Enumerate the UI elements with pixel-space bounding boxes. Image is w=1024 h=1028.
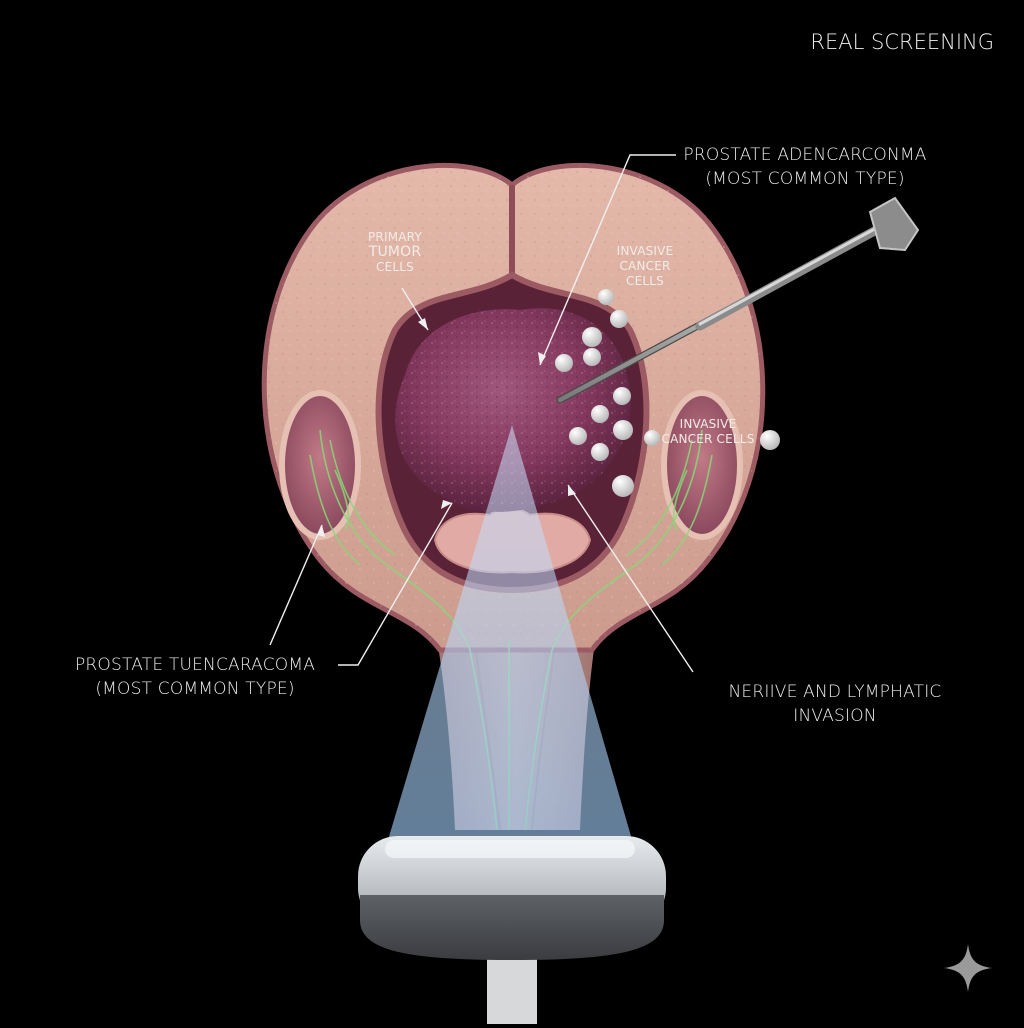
ultrasound-beam <box>385 425 635 850</box>
label-nerve-invasion: NERIIVE AND LYMPHATIC INVASION <box>728 682 942 726</box>
sparkle-icon <box>944 944 992 992</box>
label-invasive-cells-right: INVASIVE CANCER CELLS <box>661 417 755 446</box>
label-primary-tumor: PRIMARY TUMOR CELLS <box>368 230 422 274</box>
page-title: REAL SCREENING <box>810 30 994 54</box>
leader-arrowheads <box>317 318 576 537</box>
invasive-cancer-cells <box>555 289 780 497</box>
right-lobe <box>661 390 743 540</box>
label-adenocarcinoma: PROSTATE ADENCARCONMA (MOST COMMON TYPE) <box>683 145 927 189</box>
ultrasound-probe-icon <box>358 836 666 1025</box>
left-lobe <box>279 390 361 540</box>
leader-lines <box>269 154 694 673</box>
label-invasive-cells-top: INVASIVE CANCER CELLS <box>616 244 674 288</box>
needle-icon <box>556 196 920 404</box>
label-tuencaracoma: PROSTATE TUENCARACOMA (MOST COMMON TYPE) <box>74 655 316 699</box>
